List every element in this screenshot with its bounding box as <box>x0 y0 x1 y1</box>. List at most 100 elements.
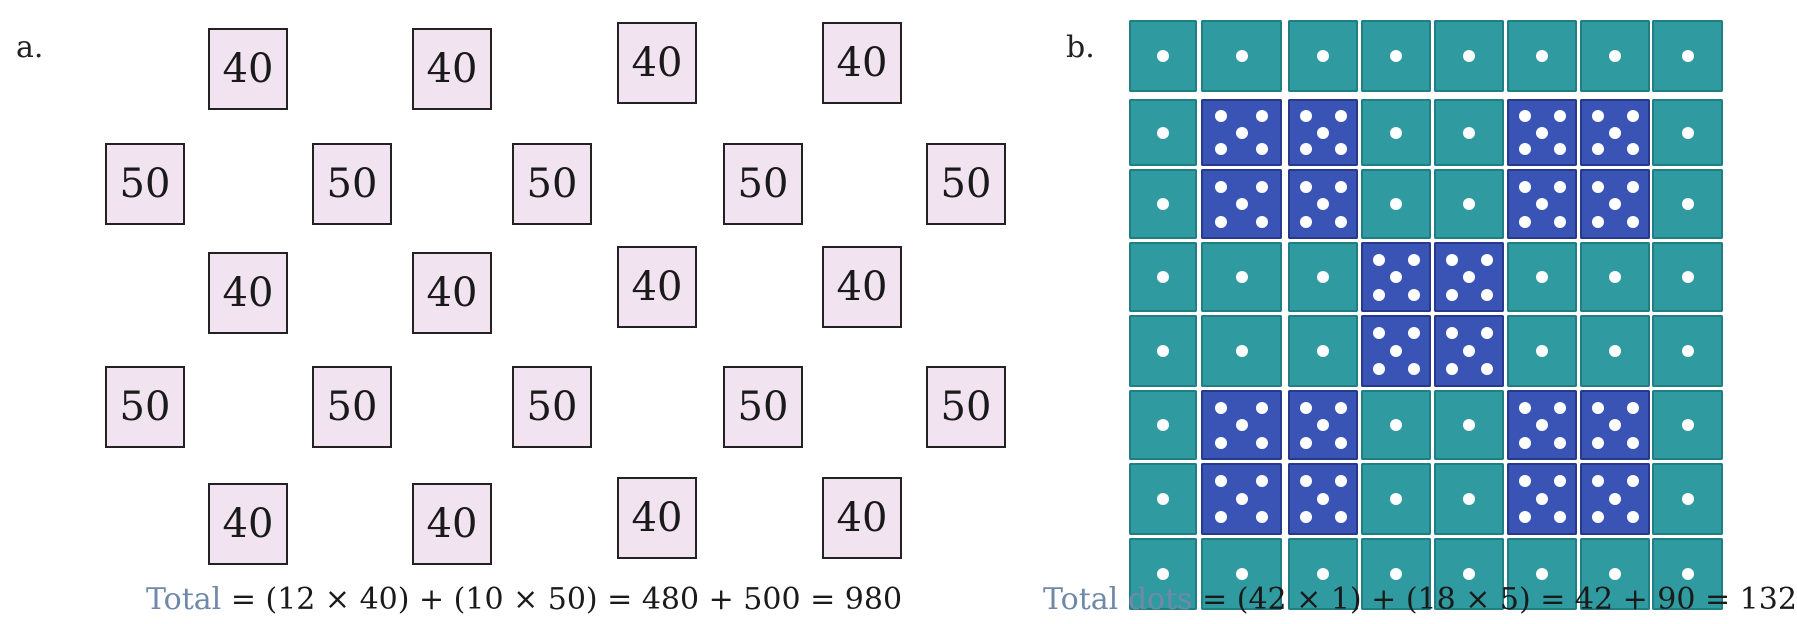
one-dot-cell <box>1361 538 1431 610</box>
dot-icon <box>1157 493 1169 505</box>
dot-icon <box>1255 511 1268 523</box>
panel-a-label: a. <box>16 30 44 65</box>
dot-icon <box>1626 401 1639 414</box>
one-dot-cell <box>1652 169 1723 239</box>
five-dot-cell <box>1434 315 1504 387</box>
number-tile: 50 <box>512 143 592 225</box>
dot-icon <box>1390 50 1402 62</box>
panel-a-formula: Total = (12 × 40) + (10 × 50) = 480 + 50… <box>146 582 902 617</box>
number-tile: 40 <box>412 483 492 565</box>
dot-icon <box>1536 126 1548 139</box>
dot-icon <box>1609 493 1621 505</box>
five-dot-cell <box>1288 99 1358 166</box>
dot-icon <box>1480 288 1493 301</box>
one-dot-cell <box>1434 169 1504 239</box>
number-tile: 40 <box>208 28 288 110</box>
dot-icon <box>1235 419 1248 431</box>
dot-icon <box>1215 109 1228 122</box>
dot-icon <box>1215 511 1228 523</box>
dot-icon <box>1445 253 1458 266</box>
total-dots-equation: = (42 × 1) + (18 × 5) = 42 + 90 = 132 <box>1192 582 1797 617</box>
one-dot-cell <box>1288 242 1358 312</box>
panel-b-label: b. <box>1066 30 1095 65</box>
one-dot-cell <box>1129 242 1197 312</box>
number-tile: 50 <box>926 366 1006 448</box>
dot-icon <box>1390 493 1402 505</box>
dot-icon <box>1334 215 1347 228</box>
five-dot-cell <box>1201 169 1282 239</box>
dot-icon <box>1235 345 1248 357</box>
dot-icon <box>1445 288 1458 301</box>
dot-icon <box>1235 198 1248 210</box>
five-dot-cell <box>1507 99 1577 166</box>
dot-icon <box>1591 436 1604 449</box>
one-dot-cell <box>1201 20 1282 92</box>
dot-icon <box>1390 568 1402 580</box>
dot-icon <box>1553 475 1566 487</box>
dot-icon <box>1626 143 1639 156</box>
dot-icon <box>1157 50 1169 62</box>
dot-icon <box>1536 419 1548 431</box>
dot-icon <box>1255 215 1268 228</box>
dot-icon <box>1445 363 1458 375</box>
dot-icon <box>1518 401 1531 414</box>
one-dot-cell <box>1361 390 1431 460</box>
dot-icon <box>1553 401 1566 414</box>
one-dot-cell <box>1201 538 1282 610</box>
one-dot-cell <box>1652 538 1723 610</box>
dot-icon <box>1480 253 1493 266</box>
one-dot-cell <box>1434 538 1504 610</box>
number-tile: 40 <box>208 483 288 565</box>
dot-icon <box>1407 253 1420 266</box>
dot-icon <box>1536 271 1548 283</box>
number-tile: 40 <box>617 477 697 559</box>
five-dot-cell <box>1288 390 1358 460</box>
dot-icon <box>1626 511 1639 523</box>
total-label: Total <box>146 582 222 617</box>
dot-icon <box>1536 50 1548 62</box>
dot-icon <box>1609 126 1621 139</box>
number-tile: 40 <box>208 252 288 334</box>
five-dot-cell <box>1580 463 1650 535</box>
dot-icon <box>1463 345 1475 357</box>
dot-icon <box>1317 345 1329 357</box>
dot-icon <box>1591 143 1604 156</box>
dot-icon <box>1299 436 1312 449</box>
dot-icon <box>1681 568 1694 580</box>
dot-icon <box>1390 345 1402 357</box>
dot-icon <box>1215 475 1228 487</box>
dot-icon <box>1235 126 1248 139</box>
dot-icon <box>1157 419 1169 431</box>
dot-icon <box>1609 568 1621 580</box>
five-dot-cell <box>1361 242 1431 312</box>
dot-icon <box>1591 215 1604 228</box>
dot-icon <box>1609 50 1621 62</box>
five-dot-cell <box>1288 169 1358 239</box>
dot-icon <box>1626 475 1639 487</box>
five-dot-cell <box>1361 315 1431 387</box>
dot-icon <box>1334 475 1347 487</box>
dot-icon <box>1255 475 1268 487</box>
number-tile: 50 <box>312 143 392 225</box>
five-dot-cell <box>1507 169 1577 239</box>
dot-icon <box>1372 253 1385 266</box>
number-tile: 50 <box>723 143 803 225</box>
dot-icon <box>1299 475 1312 487</box>
dot-icon <box>1591 475 1604 487</box>
one-dot-cell <box>1652 20 1723 92</box>
dot-icon <box>1157 271 1169 283</box>
one-dot-cell <box>1129 20 1197 92</box>
one-dot-cell <box>1652 99 1723 166</box>
dot-icon <box>1390 198 1402 210</box>
number-tile: 50 <box>105 366 185 448</box>
dot-icon <box>1317 271 1329 283</box>
dot-icon <box>1299 109 1312 122</box>
dot-icon <box>1372 327 1385 339</box>
one-dot-cell <box>1434 99 1504 166</box>
one-dot-cell <box>1507 242 1577 312</box>
one-dot-cell <box>1201 315 1282 387</box>
one-dot-cell <box>1434 390 1504 460</box>
one-dot-cell <box>1201 242 1282 312</box>
dot-icon <box>1334 511 1347 523</box>
one-dot-cell <box>1129 315 1197 387</box>
